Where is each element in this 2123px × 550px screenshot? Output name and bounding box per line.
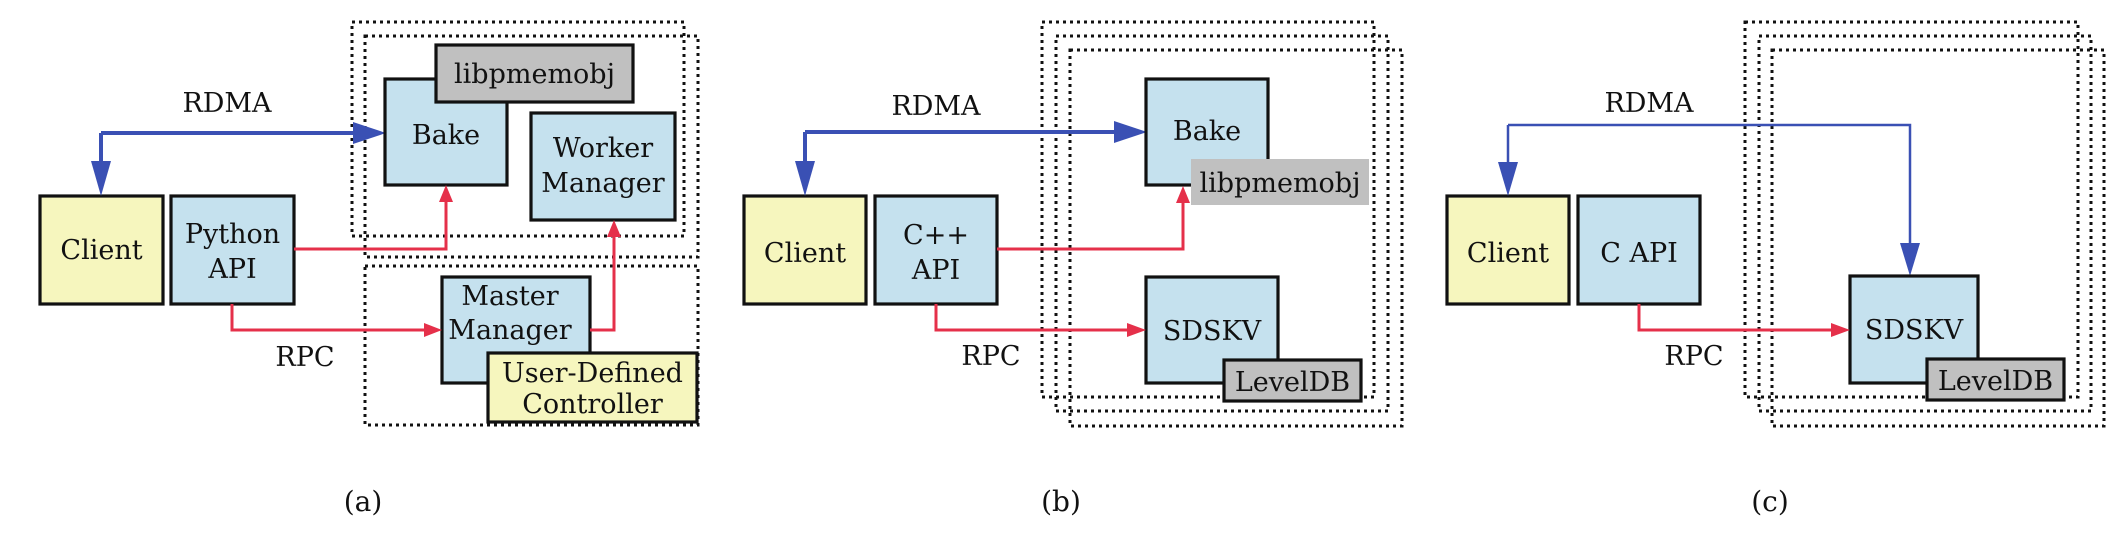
rpc-arrowhead-bake bbox=[1176, 186, 1190, 203]
rpc-line-to-bake bbox=[997, 200, 1185, 251]
rpc-arrowhead-worker bbox=[607, 220, 621, 237]
server-instance-1 bbox=[1743, 20, 2080, 399]
client-box: Client bbox=[1445, 194, 1571, 306]
client-label: Client bbox=[1467, 238, 1549, 269]
server-instance-3 bbox=[1770, 48, 2106, 428]
cpp-api-box: C++ API bbox=[873, 194, 999, 306]
leveldb-label: LevelDB bbox=[1938, 366, 2053, 397]
rpc-arrowhead-sdskv bbox=[1831, 323, 1850, 337]
sdskv-label: SDSKV bbox=[1865, 315, 1964, 346]
python-api-box: Python API bbox=[169, 194, 296, 306]
rpc-arrowhead-bake bbox=[439, 185, 453, 202]
controller-line1: User-Defined bbox=[502, 358, 683, 389]
server-instance-2 bbox=[1757, 34, 2093, 413]
master-manager-line2: Manager bbox=[448, 315, 571, 346]
rdma-arrowhead-client bbox=[1498, 162, 1518, 196]
rdma-arrowhead-client bbox=[795, 161, 815, 196]
panel-caption: (a) bbox=[344, 485, 383, 518]
rpc-line-to-sdskv bbox=[934, 304, 1128, 332]
rdma-line bbox=[1506, 123, 1912, 245]
panel-c: Client C API RDMA SDSKV LevelDB RPC (c) bbox=[1445, 20, 2106, 518]
leveldb-box: LevelDB bbox=[1925, 357, 2066, 402]
client-box: Client bbox=[38, 194, 165, 306]
rdma-label: RDMA bbox=[891, 91, 981, 122]
c-api-box: C API bbox=[1576, 194, 1702, 306]
rpc-line-master-to-worker bbox=[590, 236, 616, 332]
worker-manager-box: Worker Manager bbox=[529, 111, 677, 222]
api-label-line1: Python bbox=[185, 219, 280, 250]
worker-manager-line2: Manager bbox=[541, 168, 664, 199]
libpmemobj-box: libpmemobj bbox=[1191, 159, 1369, 205]
worker-manager-line1: Worker bbox=[553, 133, 653, 164]
panel-caption: (b) bbox=[1041, 485, 1081, 518]
leveldb-box: LevelDB bbox=[1222, 358, 1363, 403]
rpc-line-to-master bbox=[230, 304, 426, 332]
sdskv-label: SDSKV bbox=[1163, 316, 1262, 347]
rpc-label: RPC bbox=[961, 341, 1020, 372]
libpmemobj-box: libpmemobj bbox=[434, 43, 635, 104]
rpc-line-to-sdskv bbox=[1637, 304, 1832, 332]
rpc-line-to-bake bbox=[294, 200, 448, 251]
rdma-line bbox=[99, 131, 368, 165]
api-label: C API bbox=[1600, 238, 1678, 269]
rpc-arrowhead-master bbox=[424, 323, 442, 337]
user-defined-controller-box: User-Defined Controller bbox=[486, 351, 699, 424]
api-label-line1: C++ bbox=[903, 220, 969, 251]
rdma-arrowhead-sdskv bbox=[1900, 243, 1920, 276]
leveldb-label: LevelDB bbox=[1235, 367, 1350, 398]
rpc-label: RPC bbox=[275, 342, 334, 373]
rdma-arrowhead-bake bbox=[1114, 121, 1147, 143]
client-label: Client bbox=[60, 235, 142, 266]
rdma-line bbox=[803, 130, 1115, 165]
rdma-arrowhead-bake bbox=[353, 122, 386, 144]
master-manager-line1: Master bbox=[461, 281, 558, 312]
api-label-line2: API bbox=[207, 254, 256, 285]
client-box: Client bbox=[742, 194, 868, 306]
rdma-label: RDMA bbox=[182, 88, 272, 119]
panel-caption: (c) bbox=[1751, 485, 1789, 518]
panel-b: Client C++ API RDMA Bake libpmemobj SDSK… bbox=[742, 20, 1404, 518]
master-group bbox=[363, 264, 700, 427]
rdma-label: RDMA bbox=[1604, 88, 1694, 119]
controller-line2: Controller bbox=[522, 389, 663, 420]
server-instance-2 bbox=[1054, 34, 1390, 413]
libpmemobj-label: libpmemobj bbox=[1200, 168, 1361, 199]
server-instance-3 bbox=[1068, 48, 1404, 428]
server-group-inner bbox=[363, 34, 700, 259]
panel-a: Client Python API RDMA Bake libpmemobj W… bbox=[38, 20, 700, 518]
client-label: Client bbox=[764, 238, 846, 269]
libpmemobj-label: libpmemobj bbox=[454, 59, 615, 90]
rdma-arrowhead-client bbox=[91, 161, 111, 196]
rpc-arrowhead-sdskv bbox=[1127, 323, 1146, 337]
bake-label: Bake bbox=[1173, 116, 1241, 147]
api-label-line2: API bbox=[911, 255, 960, 286]
bake-label: Bake bbox=[412, 120, 480, 151]
server-instance-1 bbox=[1040, 20, 1376, 399]
rpc-label: RPC bbox=[1664, 341, 1723, 372]
